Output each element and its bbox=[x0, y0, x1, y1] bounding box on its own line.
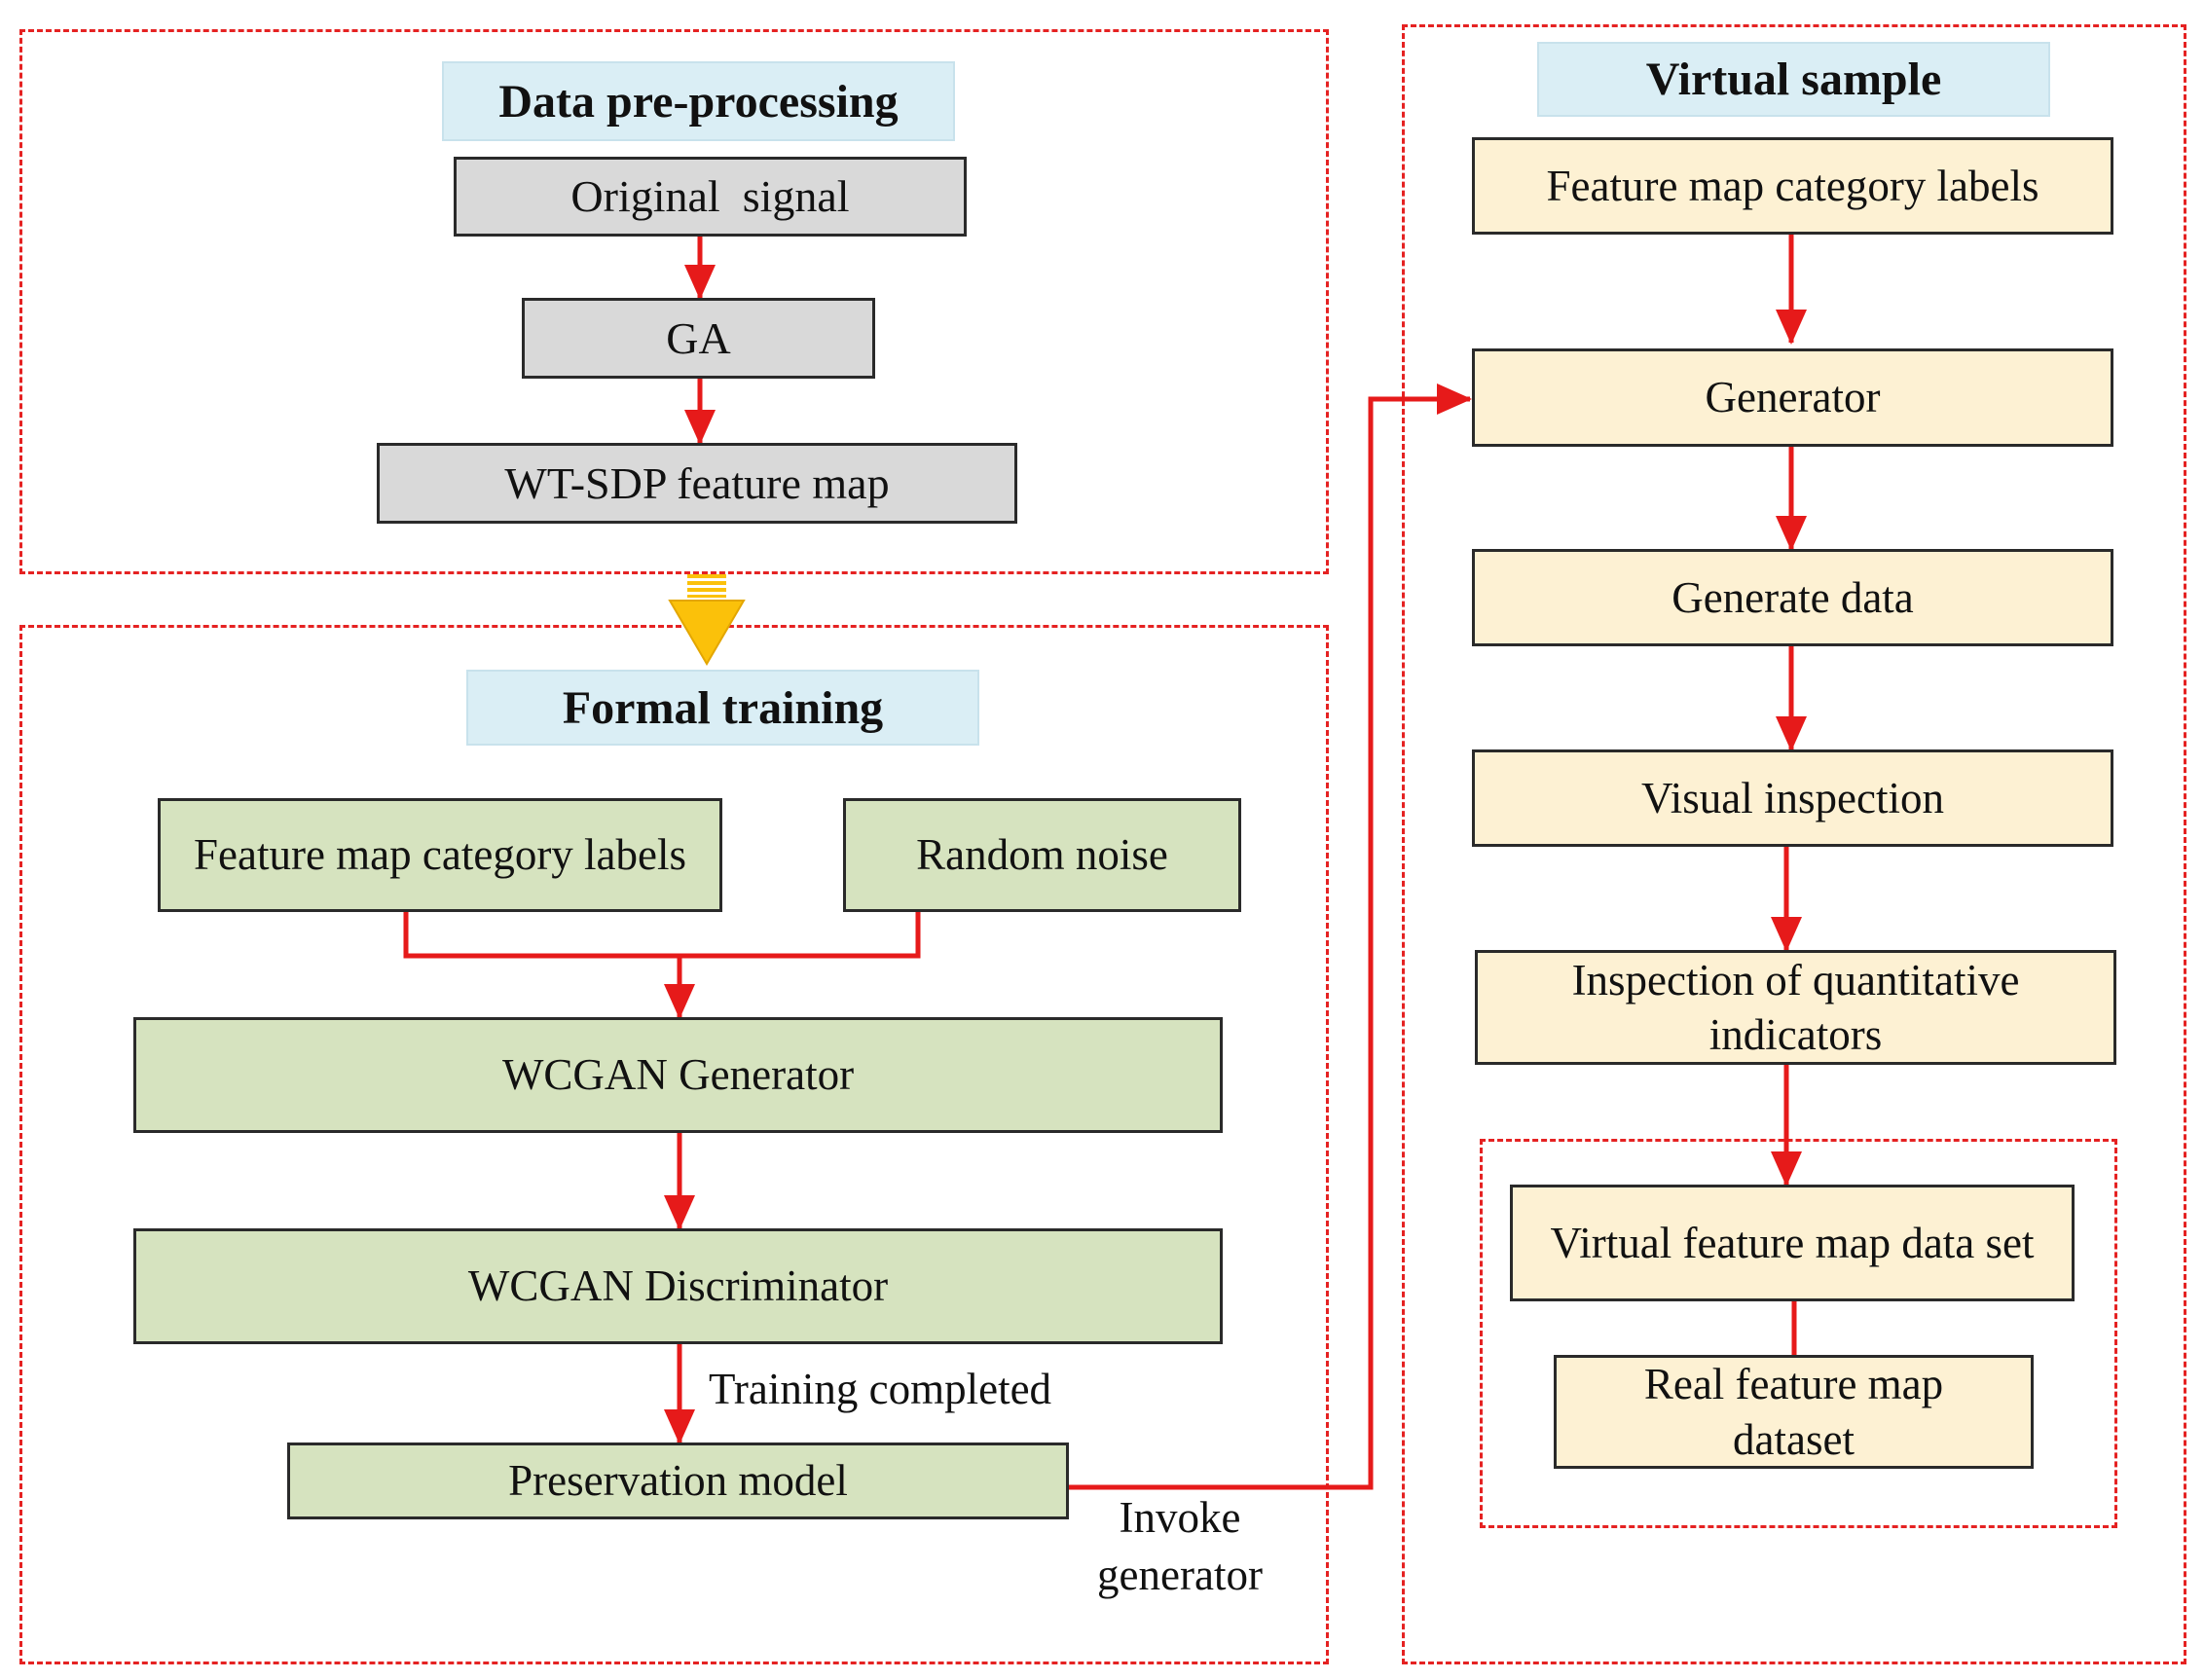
preprocessing-title: Data pre-processing bbox=[442, 61, 955, 141]
invoke-label-line2: generator bbox=[1097, 1550, 1263, 1599]
virtual-sample-title: Virtual sample bbox=[1537, 42, 2050, 117]
ga-box: GA bbox=[522, 298, 875, 379]
generate-data-box: Generate data bbox=[1472, 549, 2113, 646]
invoke-label-line1: Invoke bbox=[1119, 1493, 1241, 1542]
quantitative-inspection-box: Inspection of quantitative indicators bbox=[1475, 950, 2116, 1065]
original-signal-box: Original signal bbox=[454, 157, 967, 237]
invoke-generator-label: Invoke generator bbox=[1083, 1489, 1277, 1603]
wt-sdp-feature-map-box: WT-SDP feature map bbox=[377, 443, 1017, 524]
preprocessing-region bbox=[19, 29, 1329, 574]
random-noise-box: Random noise bbox=[843, 798, 1241, 912]
virtual-dataset-box: Virtual feature map data set bbox=[1510, 1185, 2075, 1301]
real-dataset-box: Real feature map dataset bbox=[1554, 1355, 2034, 1469]
preservation-model-box: Preservation model bbox=[287, 1443, 1069, 1519]
wcgan-discriminator-box: WCGAN Discriminator bbox=[133, 1228, 1223, 1344]
training-category-labels-box: Feature map category labels bbox=[158, 798, 722, 912]
virtual-category-labels-box: Feature map category labels bbox=[1472, 137, 2113, 235]
dataset-subregion bbox=[1480, 1139, 2117, 1528]
visual-inspection-box: Visual inspection bbox=[1472, 749, 2113, 847]
wcgan-generator-box: WCGAN Generator bbox=[133, 1017, 1223, 1133]
generator-box: Generator bbox=[1472, 348, 2113, 447]
training-completed-label: Training completed bbox=[709, 1365, 1052, 1413]
training-title: Formal training bbox=[466, 670, 979, 746]
